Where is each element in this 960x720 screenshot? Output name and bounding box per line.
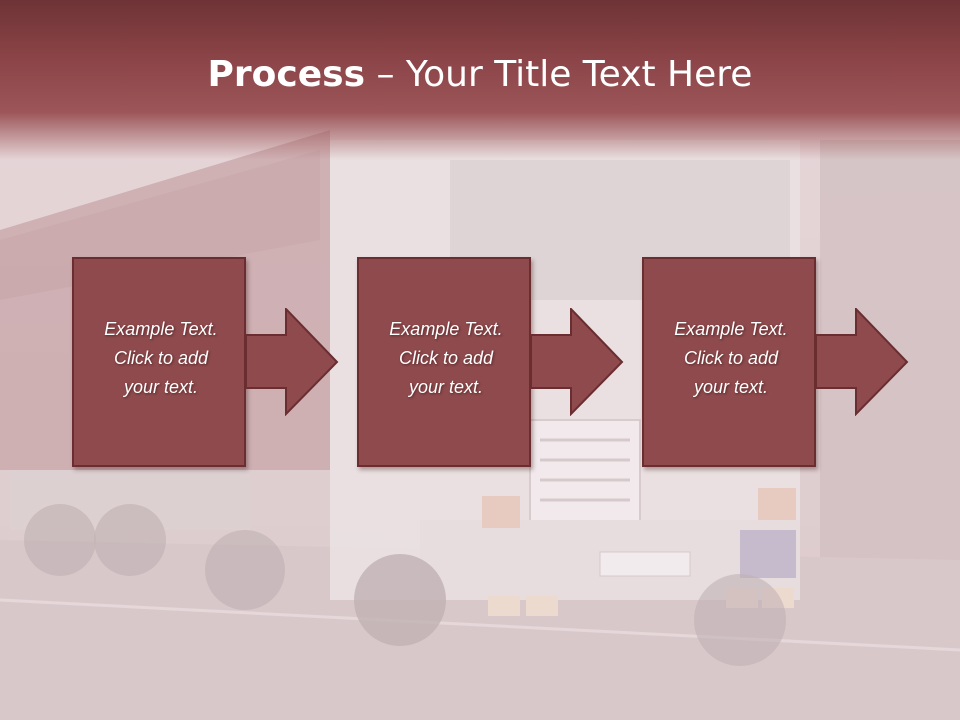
title-bold: Process (207, 54, 366, 95)
text-line-2: Click to add (683, 348, 779, 368)
text-line-2: Click to add (398, 348, 494, 368)
arrow-right-icon (531, 308, 624, 416)
text-line-2: Click to add (113, 348, 209, 368)
title-band (0, 0, 960, 160)
slide-title[interactable]: Process – Your Title Text Here (0, 52, 960, 98)
process-step-3: Example Text. Click to add your text. (642, 257, 816, 467)
text-box-1[interactable]: Example Text. Click to add your text. (72, 257, 246, 467)
text-box-3[interactable]: Example Text. Click to add your text. (642, 257, 816, 467)
text-line-3: your text. (408, 377, 484, 397)
text-box-3-text: Example Text. Click to add your text. (652, 315, 810, 402)
text-box-2[interactable]: Example Text. Click to add your text. (357, 257, 531, 467)
text-line-3: your text. (693, 377, 769, 397)
text-line-1: Example Text. (389, 319, 503, 339)
arrow-right-icon (246, 308, 339, 416)
title-rest: – Your Title Text Here (365, 54, 753, 95)
text-box-1-text: Example Text. Click to add your text. (82, 315, 240, 402)
arrow-right-icon (816, 308, 909, 416)
text-line-1: Example Text. (104, 319, 218, 339)
process-step-2: Example Text. Click to add your text. (357, 257, 531, 467)
text-box-2-text: Example Text. Click to add your text. (367, 315, 525, 402)
text-line-1: Example Text. (674, 319, 788, 339)
text-line-3: your text. (123, 377, 199, 397)
process-step-1: Example Text. Click to add your text. (72, 257, 246, 467)
